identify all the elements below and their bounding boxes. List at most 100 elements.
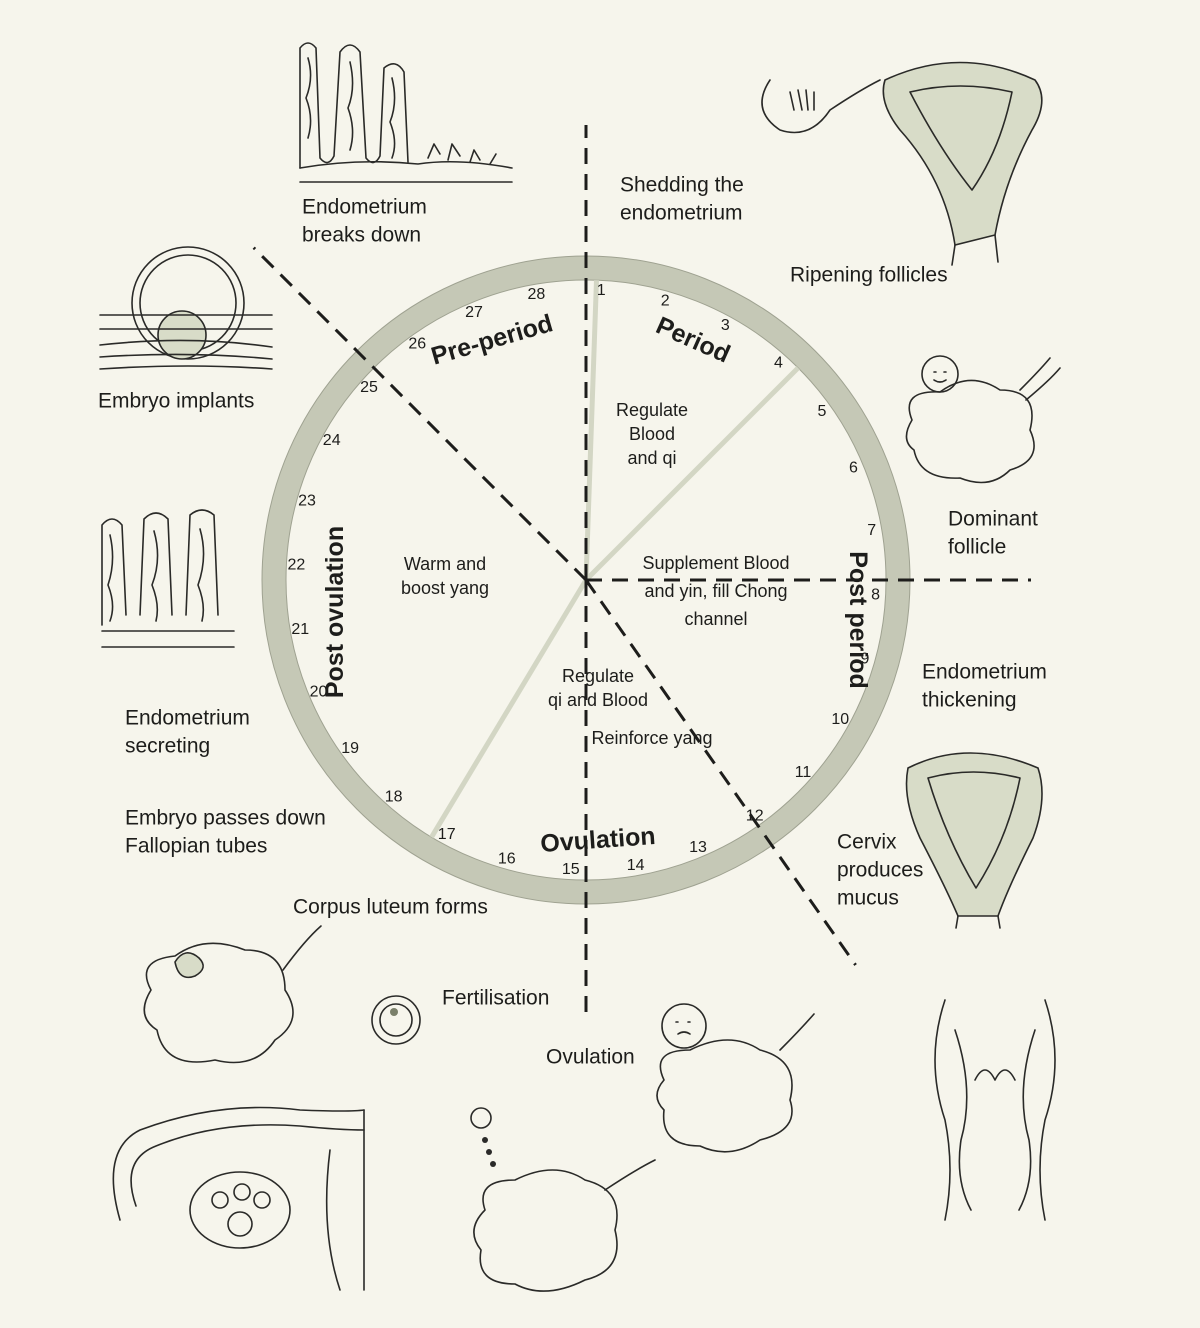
day-number-25: 25 bbox=[360, 379, 378, 396]
dominant-follicle-illustration bbox=[905, 355, 1061, 484]
day-number-16: 16 bbox=[498, 851, 516, 868]
cycle-wheel: 1234567891011121314151617181920212223242… bbox=[252, 125, 1031, 1020]
label-dominant-follicle-line-2: follicle bbox=[948, 536, 1006, 559]
label-cervix-mucus-line-1: Cervix bbox=[837, 831, 897, 854]
phase-dividers bbox=[429, 280, 800, 839]
endometrium-breakdown-illustration bbox=[299, 42, 513, 183]
label-endometrium-breaks-down-line-2: breaks down bbox=[302, 224, 421, 247]
label-endometrium-thickening-line-1: Endometrium bbox=[922, 661, 1047, 684]
embryo-implant-illustration bbox=[99, 246, 273, 370]
treatment-reinforce-yang: Reinforce yang bbox=[591, 728, 712, 748]
day-number-18: 18 bbox=[385, 789, 403, 806]
phase-ovulation: Ovulation bbox=[540, 822, 657, 858]
day-number-14: 14 bbox=[627, 857, 645, 874]
phase-divider-0 bbox=[583, 280, 599, 581]
label-shedding-endometrium-line-2: endometrium bbox=[620, 202, 743, 225]
dashed-line-lower-right bbox=[584, 579, 857, 966]
treatment-regulate-blood-qi-line-2: Blood bbox=[629, 424, 675, 444]
day-number-11: 11 bbox=[795, 764, 812, 781]
label-cervix-mucus-line-2: produces bbox=[837, 859, 923, 882]
label-endometrium-thickening-line-2: thickening bbox=[922, 689, 1017, 712]
day-number-8: 8 bbox=[871, 587, 880, 604]
treatment-regulate-qi-blood: Regulate qi and Blood bbox=[548, 666, 648, 710]
treatment-reinforce-yang-text: Reinforce yang bbox=[591, 728, 712, 748]
label-embryo-implants-line-1: Embryo implants bbox=[98, 390, 254, 413]
label-endometrium-thickening: Endometrium thickening bbox=[922, 661, 1047, 712]
treatment-supplement-blood: Supplement Blood and yin, fill Chong chann… bbox=[642, 553, 789, 629]
day-number-6: 6 bbox=[849, 460, 858, 477]
corpus-luteum-illustration bbox=[143, 925, 322, 1064]
label-corpus-luteum: Corpus luteum forms bbox=[293, 896, 488, 919]
day-number-5: 5 bbox=[817, 403, 826, 420]
endometrium-secreting-illustration bbox=[101, 509, 235, 648]
treatment-supplement-blood-line-2: and yin, fill Chong bbox=[644, 581, 787, 601]
label-dominant-follicle: Dominant follicle bbox=[948, 508, 1038, 559]
label-corpus-luteum-line-1: Corpus luteum forms bbox=[293, 896, 488, 919]
label-fertilisation-line-1: Fertilisation bbox=[442, 987, 549, 1010]
label-embryo-passes-line-1: Embryo passes down bbox=[125, 807, 326, 830]
day-number-13: 13 bbox=[689, 839, 707, 856]
day-number-27: 27 bbox=[465, 304, 483, 321]
day-number-22: 22 bbox=[288, 556, 306, 573]
label-embryo-passes-line-2: Fallopian tubes bbox=[125, 835, 267, 858]
label-endometrium-breaks-down-line-1: Endometrium bbox=[302, 196, 427, 219]
dashed-quadrant-lines bbox=[252, 125, 1031, 1020]
treatment-warm-boost-yang-line-2: boost yang bbox=[401, 578, 489, 598]
day-number-19: 19 bbox=[341, 740, 359, 757]
day-number-10: 10 bbox=[831, 711, 849, 728]
label-endometrium-secreting-line-1: Endometrium bbox=[125, 707, 250, 730]
label-endometrium-breaks-down: Endometrium breaks down bbox=[302, 196, 427, 247]
day-number-17: 17 bbox=[438, 826, 456, 843]
ovulation-follicle-illustration bbox=[656, 1003, 815, 1153]
day-number-4: 4 bbox=[774, 355, 783, 372]
label-ripening-follicles-line-1: Ripening follicles bbox=[790, 264, 948, 287]
fallopian-tube-illustration bbox=[112, 1106, 365, 1291]
day-number-26: 26 bbox=[408, 336, 426, 353]
uterus-illustration bbox=[761, 61, 1043, 266]
phase-pre-period: Pre-period bbox=[428, 309, 556, 370]
treatment-regulate-qi-blood-line-1: Regulate bbox=[562, 666, 634, 686]
fertilisation-illustration bbox=[371, 995, 421, 1045]
phase-post-period: Post period bbox=[844, 551, 872, 689]
label-ripening-follicles: Ripening follicles bbox=[790, 264, 948, 287]
label-ovulation-event: Ovulation bbox=[546, 1046, 635, 1069]
phase-divider-2 bbox=[429, 578, 589, 839]
phase-divider-1 bbox=[584, 366, 800, 582]
dashed-line-upper-left bbox=[252, 246, 588, 582]
day-number-20: 20 bbox=[310, 684, 328, 701]
day-number-9: 9 bbox=[861, 651, 870, 668]
day-number-28: 28 bbox=[528, 286, 546, 303]
treatment-warm-boost-yang-line-1: Warm and bbox=[404, 554, 486, 574]
treatment-supplement-blood-line-3: channel bbox=[684, 609, 747, 629]
day-number-24: 24 bbox=[323, 432, 341, 449]
uterus-thickening-illustration bbox=[905, 752, 1043, 929]
label-embryo-implants: Embryo implants bbox=[98, 390, 254, 413]
label-ovulation-event-line-1: Ovulation bbox=[546, 1046, 635, 1069]
label-fertilisation: Fertilisation bbox=[442, 987, 549, 1010]
day-numbers: 1234567891011121314151617181920212223242… bbox=[288, 282, 881, 878]
day-number-23: 23 bbox=[298, 492, 316, 509]
treatment-regulate-blood-qi-line-1: Regulate bbox=[616, 400, 688, 420]
phase-post-ovulation: Post ovulation bbox=[321, 526, 349, 698]
label-dominant-follicle-line-1: Dominant bbox=[948, 508, 1038, 531]
cervix-illustration bbox=[934, 999, 1056, 1221]
day-number-3: 3 bbox=[721, 317, 730, 334]
day-number-2: 2 bbox=[661, 293, 670, 310]
day-number-21: 21 bbox=[291, 621, 309, 638]
label-endometrium-secreting: Endometrium secreting bbox=[125, 707, 250, 758]
label-endometrium-secreting-line-2: secreting bbox=[125, 735, 210, 758]
treatment-supplement-blood-line-1: Supplement Blood bbox=[642, 553, 789, 573]
treatment-regulate-blood-qi-line-3: and qi bbox=[627, 448, 676, 468]
follicle-release-illustration bbox=[470, 1107, 656, 1292]
treatment-regulate-qi-blood-line-2: qi and Blood bbox=[548, 690, 648, 710]
treatment-warm-boost-yang: Warm and boost yang bbox=[401, 554, 489, 598]
day-number-15: 15 bbox=[562, 861, 580, 878]
day-number-12: 12 bbox=[746, 807, 764, 824]
